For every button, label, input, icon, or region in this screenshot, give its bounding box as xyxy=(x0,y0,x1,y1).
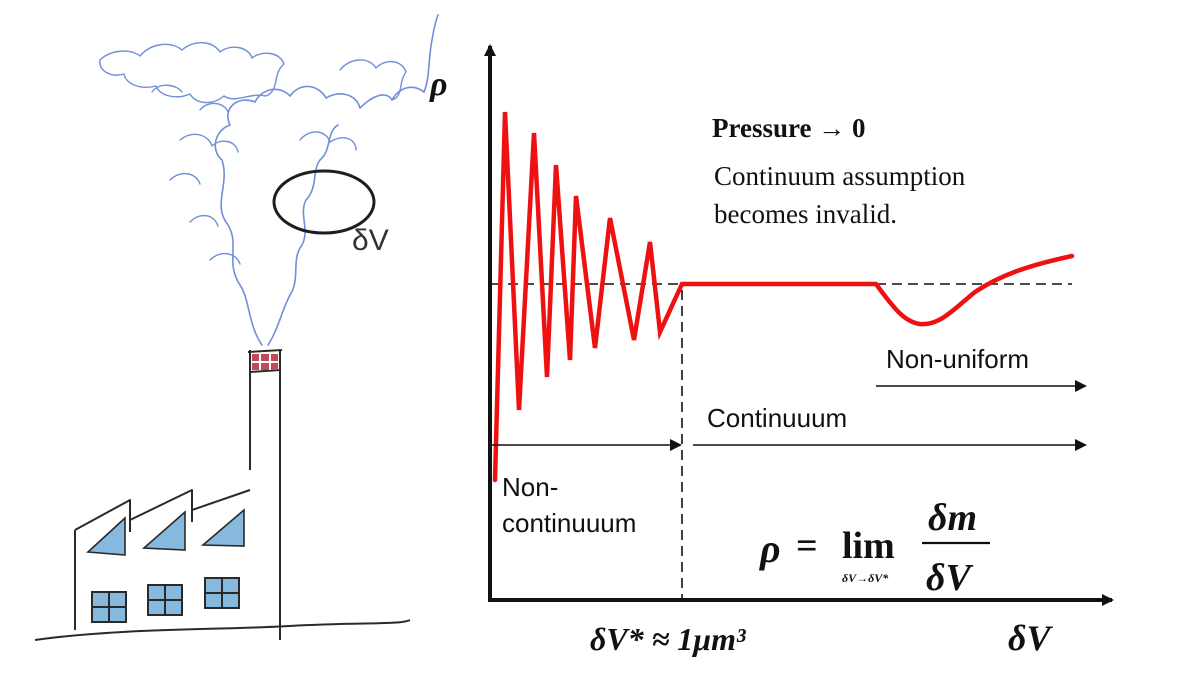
density-diagram: ρ δV δV* ≈ 1μm³ Pressure → 0 Continuum a… xyxy=(429,44,1114,658)
non-continuum-line1: Non- xyxy=(502,472,558,502)
chimney-band xyxy=(252,354,278,370)
non-uniform-label: Non-uniform xyxy=(886,344,1029,374)
chimney xyxy=(247,349,283,640)
formula-numerator: δm xyxy=(928,497,977,539)
invalid-note-line1: Continuum assumption xyxy=(714,161,966,191)
density-curve xyxy=(492,111,1075,483)
formula-denominator: δV xyxy=(926,557,973,599)
factory-sketch-icon: δV xyxy=(34,14,439,641)
formula-lhs: ρ xyxy=(759,526,781,571)
factory-building xyxy=(34,489,411,641)
factory-windows xyxy=(91,577,240,623)
control-volume-ellipse-icon xyxy=(272,169,376,235)
density-limit-formula: ρ = lim δV→δV* δm δV xyxy=(759,497,990,599)
volume-label: δV xyxy=(352,224,389,257)
y-axis-label: ρ xyxy=(429,66,448,103)
pressure-note: Pressure → 0 xyxy=(712,113,865,143)
invalid-note-line2: becomes invalid. xyxy=(714,199,897,229)
continuum-label: Continuuum xyxy=(707,403,847,433)
non-continuum-line2: continuuum xyxy=(502,508,636,538)
formula-equals: = xyxy=(796,525,818,567)
x-critical-label: δV* ≈ 1μm³ xyxy=(590,621,746,657)
formula-limit-subscript: δV→δV* xyxy=(842,571,889,585)
factory-roof-windows xyxy=(86,508,245,556)
x-axis-label: δV xyxy=(1008,618,1053,658)
smoke-cloud-icon xyxy=(99,14,439,346)
formula-lim: lim xyxy=(842,525,895,567)
